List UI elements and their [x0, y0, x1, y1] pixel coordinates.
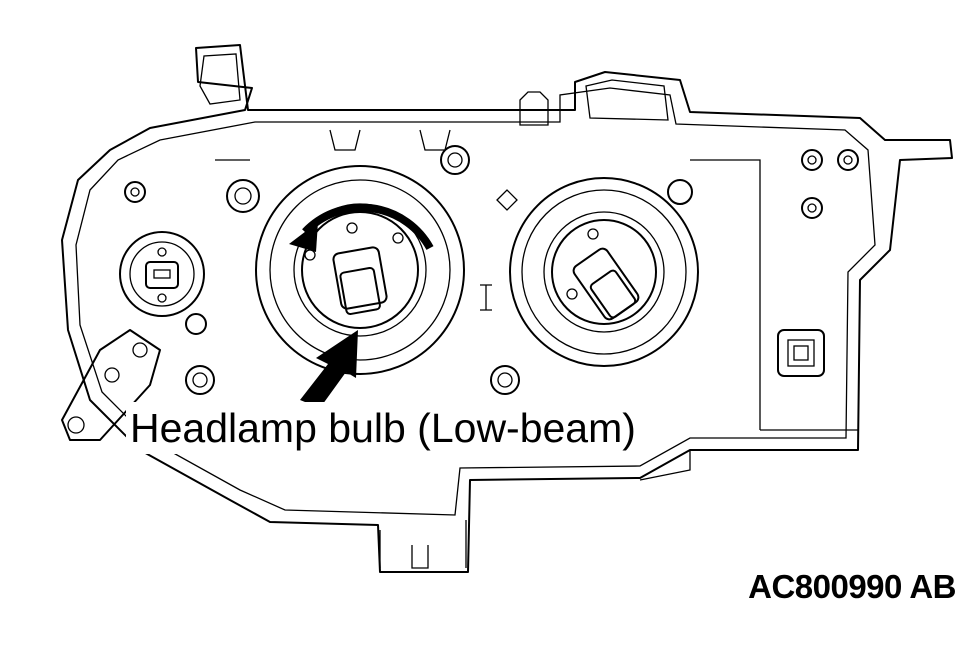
callout-pointer-arrow — [300, 330, 358, 408]
figure-code: AC800990 AB — [748, 568, 956, 605]
connector-port — [777, 329, 825, 377]
aiming-bracket — [61, 329, 161, 441]
rotate-direction-arrow — [302, 203, 434, 250]
low-beam-bulb-socket — [255, 165, 465, 375]
position-lamp-socket — [119, 231, 205, 317]
headlamp-housing-outline — [61, 44, 953, 573]
bulb-callout-label: Headlamp bulb (Low-beam) — [126, 402, 640, 454]
high-beam-bulb-socket — [509, 177, 699, 367]
